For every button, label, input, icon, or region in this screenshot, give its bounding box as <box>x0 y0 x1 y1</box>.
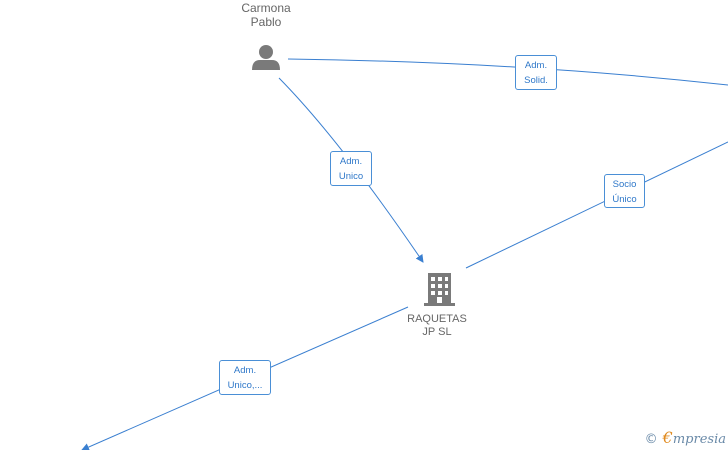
edge-label-line: Unico <box>338 171 364 182</box>
edge-label-socio-unico[interactable]: Socio Único <box>604 174 645 208</box>
copyright-symbol: © <box>644 432 658 447</box>
node-label-line: Carmona <box>241 1 291 15</box>
empresia-watermark: © €mpresia <box>645 428 726 447</box>
edge-label-line: Adm. <box>339 156 363 167</box>
edge-label-adm-unico[interactable]: Adm. Unico <box>330 151 372 186</box>
edge-label-line: Adm. <box>524 60 548 71</box>
edge-label-adm-unico-more[interactable]: Adm. Unico,... <box>219 360 271 395</box>
edge-label-line: Adm. <box>233 365 257 376</box>
node-label-raquetas[interactable]: RAQUETAS JP SL <box>387 313 487 339</box>
empresia-logo-text: mpresia <box>672 432 726 447</box>
edge-label-line: Socio <box>612 179 637 190</box>
empresia-logo-e: € <box>662 428 673 447</box>
edge-offscreen-to-raquetas <box>465 141 728 269</box>
node-label-line: RAQUETAS <box>407 313 467 325</box>
node-label-line: Pablo <box>250 15 282 29</box>
node-label-carmona[interactable]: Carmona Pablo <box>226 1 306 29</box>
edge-label-adm-solid[interactable]: Adm. Solid. <box>515 55 557 90</box>
edge-label-line: Solid. <box>524 75 548 86</box>
edge-carmona-to-offscreen-right <box>287 58 728 86</box>
person-icon[interactable] <box>252 45 280 70</box>
edge-label-line: Único <box>612 194 637 205</box>
node-label-line: JP SL <box>422 326 452 338</box>
building-icon[interactable] <box>424 273 455 306</box>
edge-label-line: Unico,... <box>227 380 263 391</box>
